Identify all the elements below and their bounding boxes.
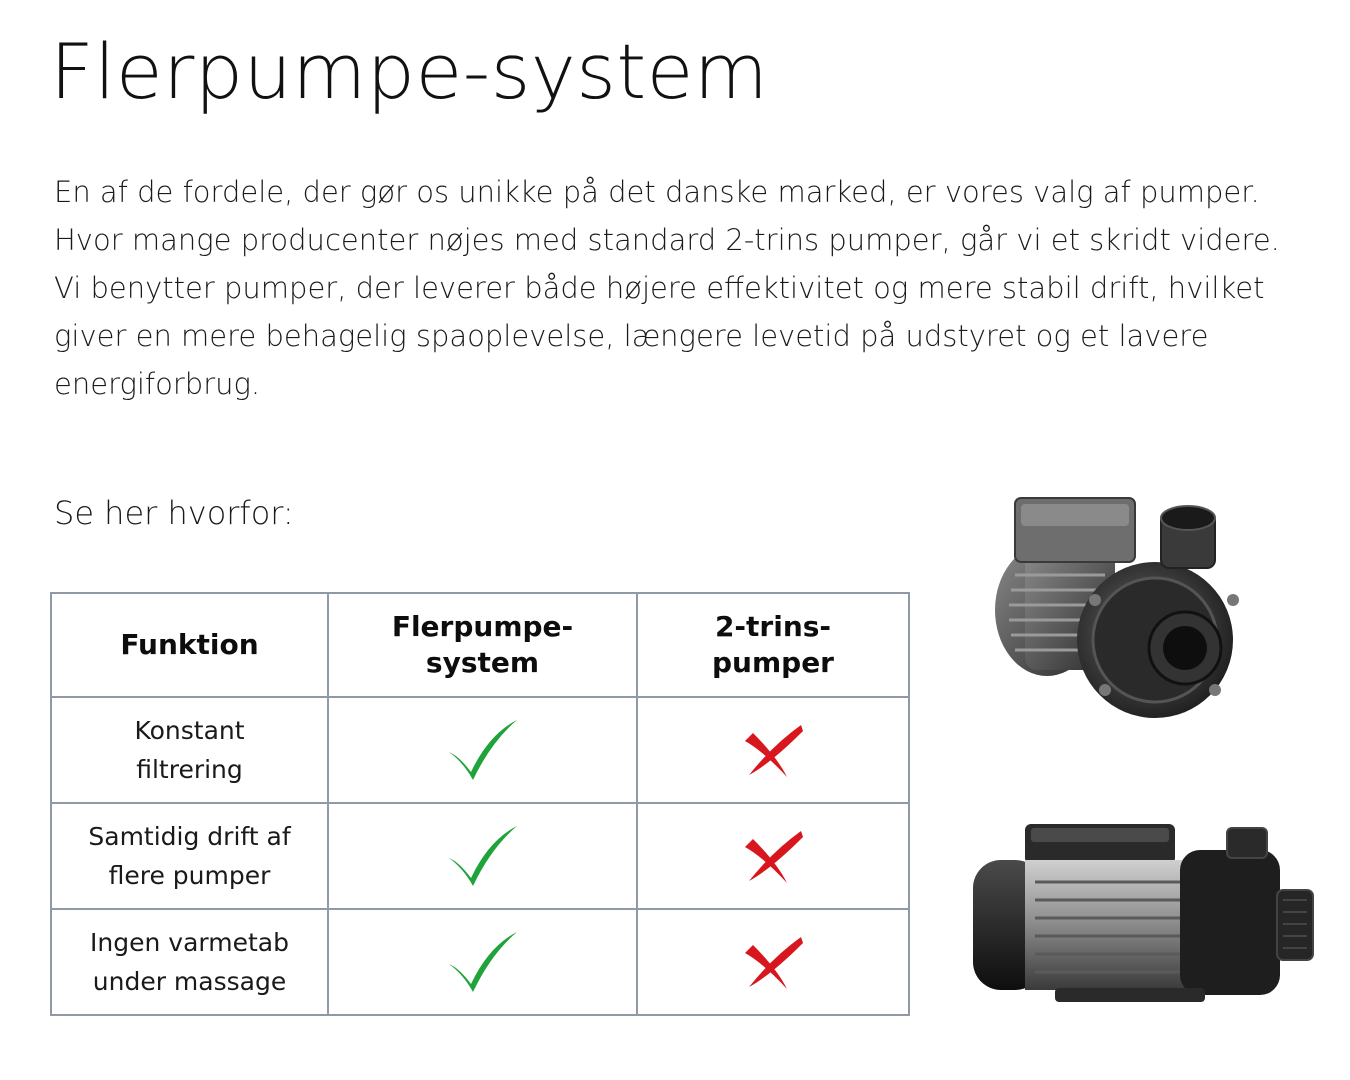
table-row: Konstant filtrering <box>50 696 910 804</box>
row-label-line1: Konstant <box>134 716 245 745</box>
two-stage-cell <box>636 696 910 804</box>
header-multi-pump: Flerpumpe- system <box>327 592 638 698</box>
row-label-line1: Samtidig drift af <box>88 822 291 851</box>
check-icon <box>448 720 517 780</box>
pump-image-top <box>985 490 1255 740</box>
row-label-line2: under massage <box>92 967 287 996</box>
table-row: Samtidig drift af flere pumper <box>50 802 910 910</box>
cross-icon <box>745 831 803 883</box>
row-label: Konstant filtrering <box>50 696 329 804</box>
row-label-line2: flere pumper <box>108 861 271 890</box>
pump-image-bottom <box>965 820 1325 1010</box>
multi-cell <box>327 696 638 804</box>
multi-cell <box>327 802 638 910</box>
intro-text: En af de fordele, der gør os unikke på d… <box>54 168 1294 408</box>
two-stage-cell <box>636 802 910 910</box>
table-header-row: Funktion Flerpumpe- system 2-trins- pump… <box>50 592 910 698</box>
row-label: Samtidig drift af flere pumper <box>50 802 329 910</box>
two-stage-cell <box>636 908 910 1016</box>
table-row: Ingen varmetab under massage <box>50 908 910 1016</box>
cross-icon <box>745 725 803 777</box>
lead-text: Se her hvorfor: <box>54 494 294 532</box>
page-title: Flerpumpe-system <box>50 27 769 116</box>
row-label-line2: filtrering <box>136 755 243 784</box>
header-multi-line1: Flerpumpe- <box>391 610 574 643</box>
header-two-line1: 2-trins- <box>714 610 832 643</box>
row-label: Ingen varmetab under massage <box>50 908 329 1016</box>
comparison-table: Funktion Flerpumpe- system 2-trins- pump… <box>50 592 910 1016</box>
header-two-line2: pumper <box>712 646 834 679</box>
intro-paragraph-1: En af de fordele, der gør os unikke på d… <box>54 175 1280 257</box>
header-multi-line2: system <box>425 646 540 679</box>
header-function: Funktion <box>50 592 329 698</box>
check-icon <box>448 932 517 992</box>
intro-paragraph-2: Vi benytter pumper, der leverer både høj… <box>54 271 1265 401</box>
header-two-stage: 2-trins- pumper <box>636 592 910 698</box>
cross-icon <box>745 937 803 989</box>
header-function-label: Funktion <box>120 628 259 661</box>
multi-cell <box>327 908 638 1016</box>
check-icon <box>448 826 517 886</box>
row-label-line1: Ingen varmetab <box>90 928 289 957</box>
